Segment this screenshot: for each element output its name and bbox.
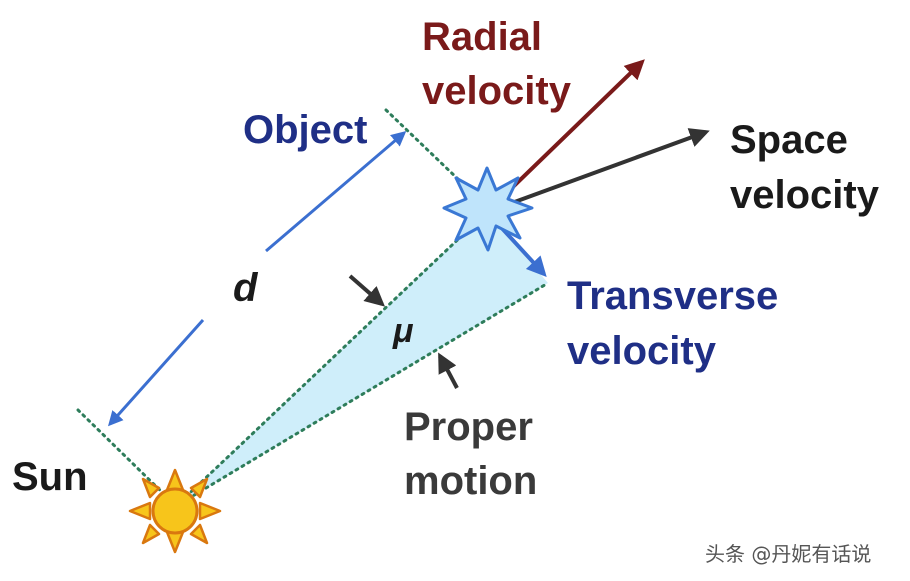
proper-motion-label-line1: Proper [404,405,533,449]
proper-motion-cone [176,212,548,506]
mu-pointer-arrow [348,274,386,307]
proper-motion-pointer-arrow [438,352,459,389]
transverse-velocity-label-line2: velocity [567,329,717,373]
space-velocity-label-line1: Space [730,118,848,162]
radial-velocity-label-line1: Radial [422,15,542,59]
proper-motion-label-line2: motion [404,459,537,503]
distance-arrow [108,319,205,427]
cone-edge-object [174,210,489,508]
sun-label: Sun [12,455,88,499]
proper-motion-symbol: μ [392,312,414,350]
sun-icon [128,468,222,554]
radial-velocity-label-line2: velocity [422,69,572,113]
cone-edge-transverse [174,281,550,508]
distance-label: d [233,266,259,310]
distance-arrow-upper [265,131,407,253]
space-velocity-arrow [486,128,710,214]
transverse-velocity-label-line1: Transverse [567,274,778,318]
object-star-icon [442,166,534,252]
space-velocity-label-line2: velocity [730,173,880,217]
object-label: Object [243,108,367,152]
watermark: 头条 @丹妮有话说 [705,542,871,566]
